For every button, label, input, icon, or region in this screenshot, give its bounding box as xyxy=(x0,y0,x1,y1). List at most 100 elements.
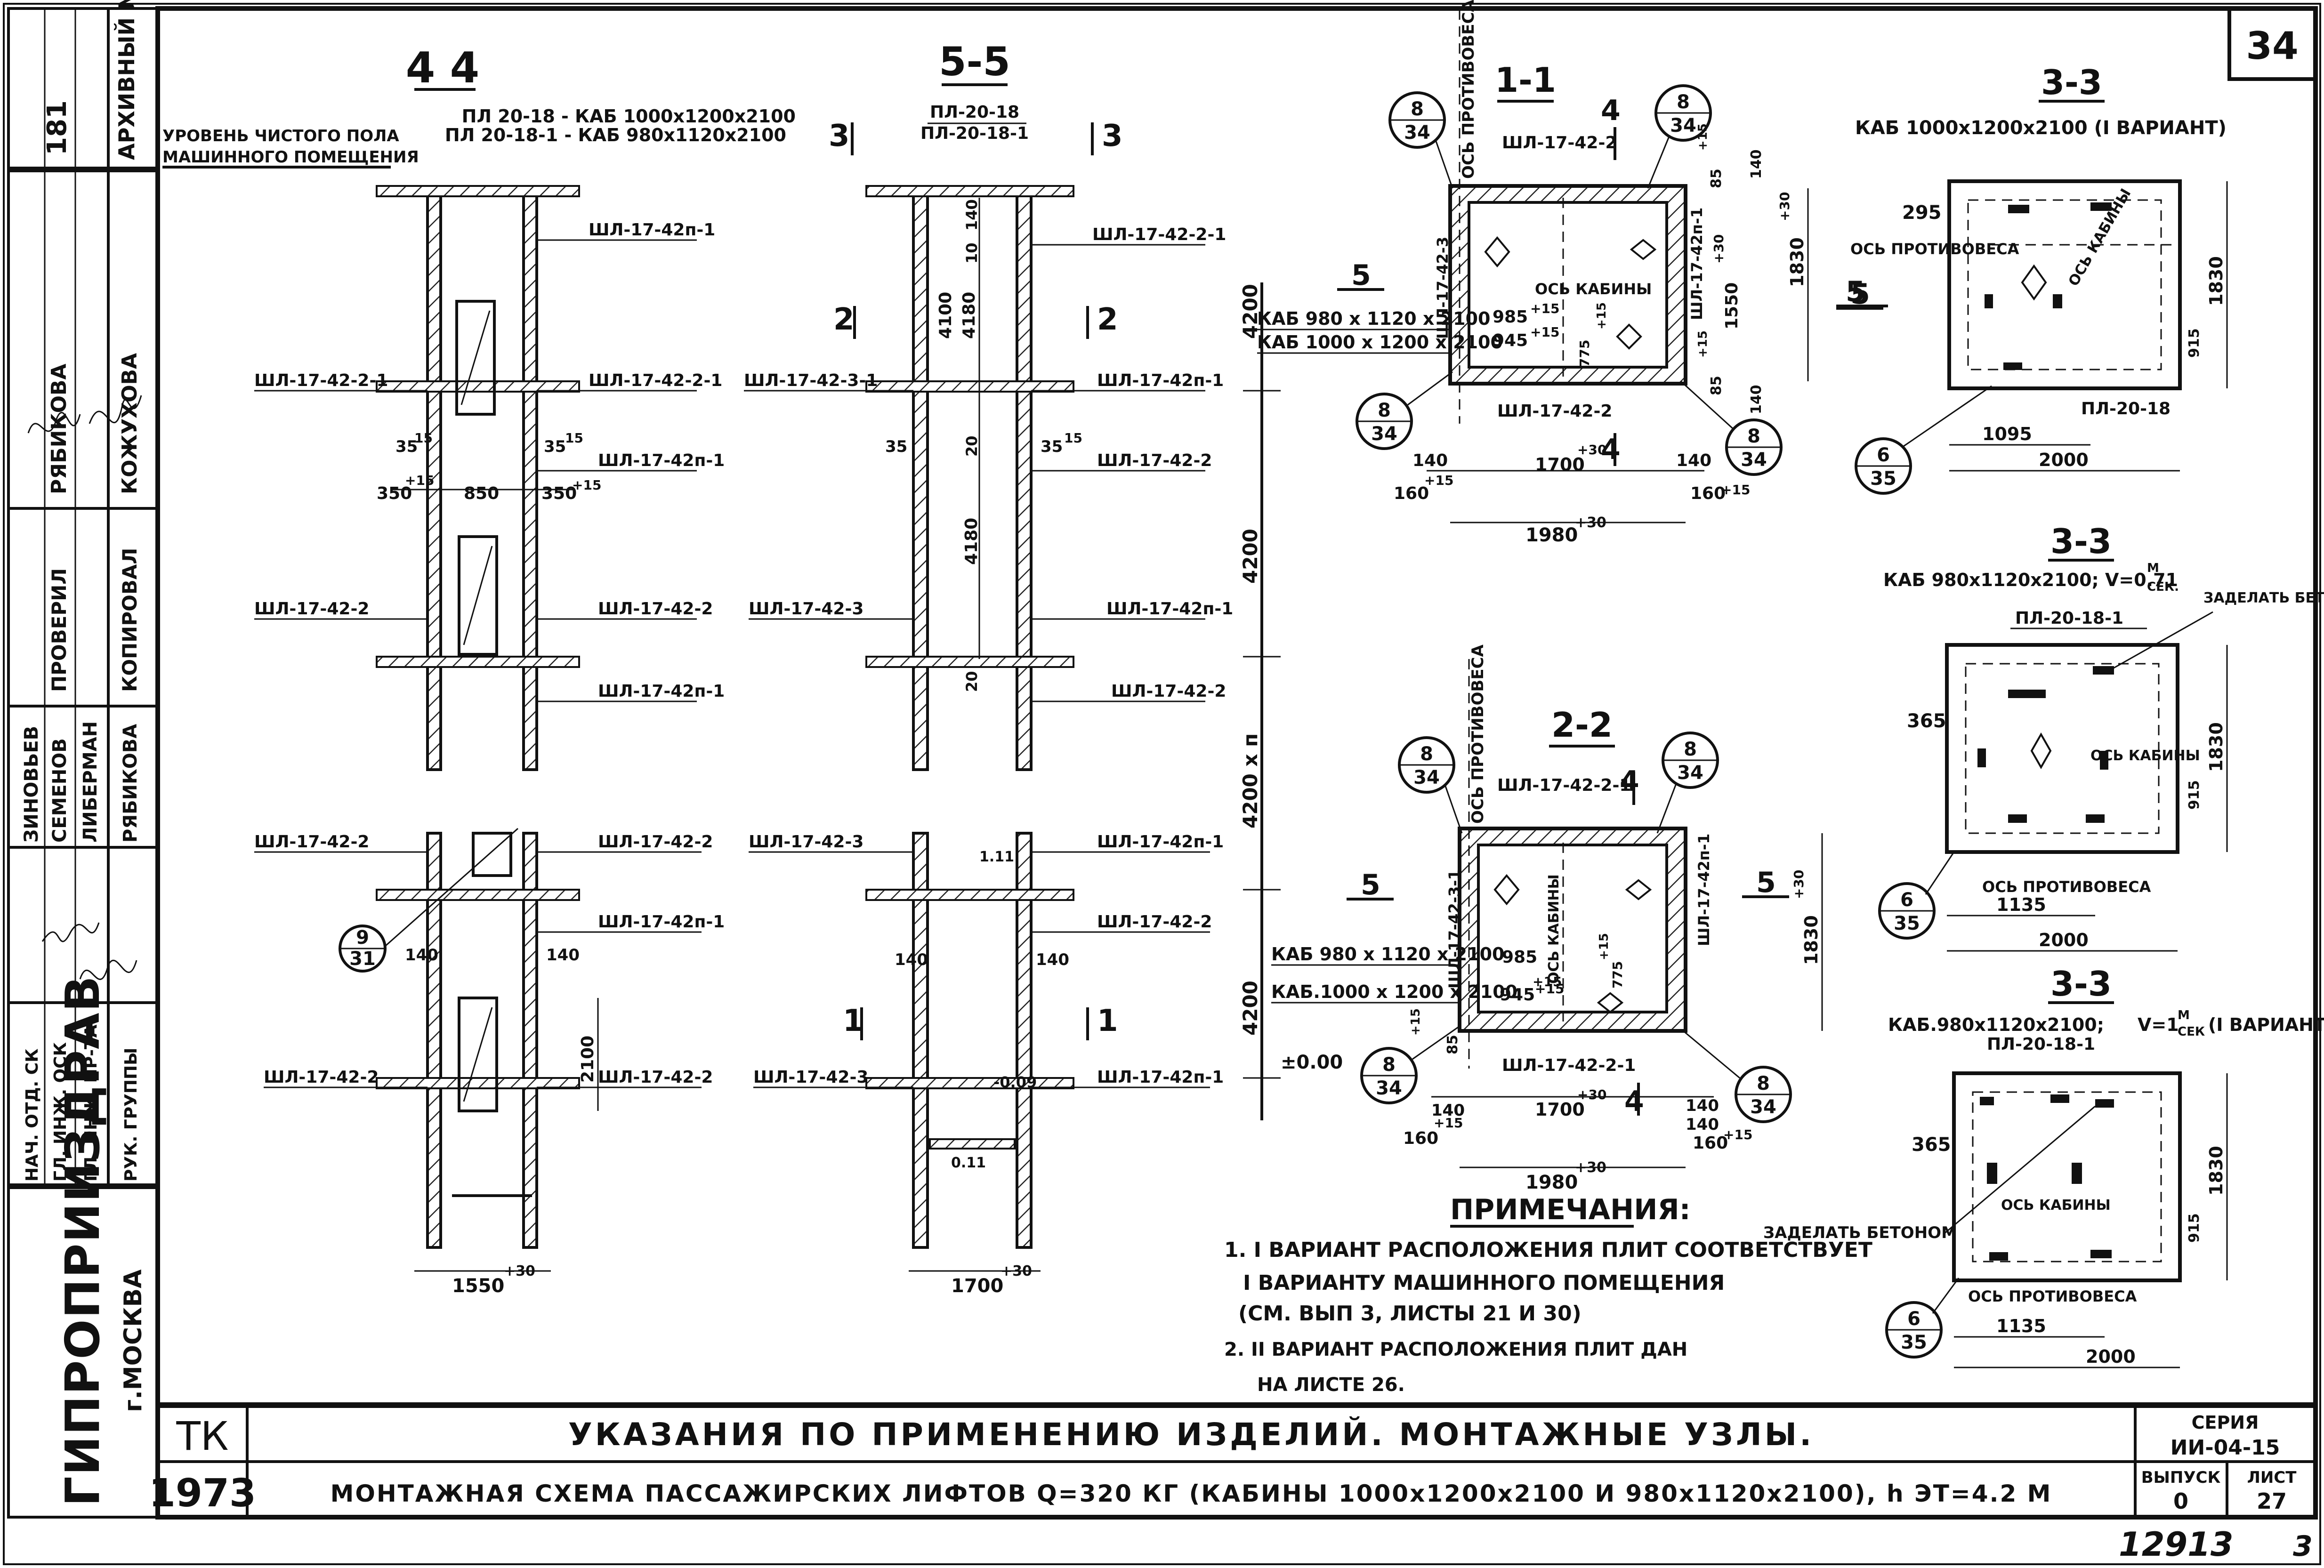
s44-dim-350b: 350 xyxy=(541,484,577,503)
s33b-note: ЗАДЕЛАТЬ БЕТОНОМ xyxy=(2203,590,2324,606)
s11-callout2-top: 8 xyxy=(1677,91,1690,113)
plan-1-1-title: 1-1 xyxy=(1495,60,1556,100)
s11-dim-1980: 1980 xyxy=(1525,524,1578,546)
s22-label-right: ШЛ-17-42п-1 xyxy=(1695,834,1713,946)
s22-dim-1830: 1830 xyxy=(1801,915,1822,965)
plan-1-1: 1-1 ОСЬ ПРОТИВОВЕСА ОСЬ КАБИНЫ ШЛ-17-42-… xyxy=(1257,0,1883,546)
s44-dim-350a: 350 xyxy=(377,484,412,503)
s33c-dim-1135: 1135 xyxy=(1996,1316,2046,1336)
s33c-axis-cab: ОСЬ КАБИНЫ xyxy=(2001,1197,2111,1214)
title-block: ТК 1973 УКАЗАНИЯ ПО ПРИМЕНЕНИЮ ИЗДЕЛИЙ. … xyxy=(149,1402,2316,1517)
section-5-5-title: 5-5 xyxy=(939,39,1010,85)
s55-label-5: ШЛ-17-42-3 xyxy=(749,599,863,619)
s55-label-4: ШЛ-17-42-2 xyxy=(1097,451,1212,470)
s55-dim-1700: 1700 xyxy=(951,1275,1003,1297)
s44-label-2: ШЛ-17-42-2-1 xyxy=(254,371,388,390)
s55-dim-35a: 35 xyxy=(885,437,907,456)
s22-dim-140b: 140 xyxy=(1686,1096,1719,1115)
s33b-unit-bottom: СЕК. xyxy=(2147,580,2179,594)
s33a-dim-1095: 1095 xyxy=(1982,424,2032,444)
s55-label-7: ШЛ-17-42-2 xyxy=(1111,682,1226,701)
s55-dim-140b: 140 xyxy=(1036,950,1069,969)
s22-callout4-top: 8 xyxy=(1757,1073,1770,1094)
s22-cabin-2: КАБ.1000 х 1200 х 2100 xyxy=(1271,981,1517,1002)
s55-mark-3a: 3 xyxy=(829,119,850,153)
s11-dim-985-tol: +15 xyxy=(1530,301,1559,316)
s55-dim-20a: 20 xyxy=(963,435,981,457)
s33a-title: 3-3 xyxy=(2041,63,2102,102)
left-stamp: АРХИВНЫЙ № 181 РЯБИКОВА КОЖУХОВА ПРОВЕРИ… xyxy=(7,0,159,1519)
s44-floor-label1: УРОВЕНЬ ЧИСТОГО ПОЛА xyxy=(162,127,399,145)
s33a-callout-top: 6 xyxy=(1877,444,1890,466)
s44-label-8: ШЛ-17-42-2 xyxy=(254,832,369,852)
s11-dim-775: 775 xyxy=(1577,340,1592,367)
plan-3-3-b: 3-3 КАБ 980х1120х2100; V=0.71 М СЕК. ЗАД… xyxy=(1878,522,2324,952)
s22-cabin-1: КАБ 980 х 1120 х 2100 xyxy=(1271,944,1504,965)
s33b-callout-bottom: 35 xyxy=(1894,913,1920,934)
s11-dim-140d: 140 xyxy=(1676,451,1711,470)
stamp-name-3: ЛИБЕРМАН xyxy=(80,721,101,843)
sheet-label: ЛИСТ xyxy=(2247,1468,2297,1487)
stamp-name-2: КОЖУХОВА xyxy=(118,353,142,494)
s33b-dim-915: 915 xyxy=(2186,780,2203,810)
s44-label-1: ШЛ-17-42п-1 xyxy=(589,220,715,240)
s11-dim-1700-tol: +30 xyxy=(1577,442,1606,458)
s33c-title: 3-3 xyxy=(2050,964,2112,1004)
org-name: ГИПРОПРИИЗДРАВ xyxy=(55,975,110,1506)
s44-dim-15b: 15 xyxy=(565,430,583,446)
s22-dim-140a: 140 xyxy=(1431,1101,1465,1120)
notes-line-4: 2. II ВАРИАНТ РАСПОЛОЖЕНИЯ ПЛИТ ДАН xyxy=(1224,1339,1687,1360)
s22-dim-1700-tol: +30 xyxy=(1577,1087,1606,1102)
stamp-role-6: РУК. ГРУППЫ xyxy=(121,1048,141,1182)
s11-dim-945: 945 xyxy=(1493,331,1528,350)
s44-slab2: ПЛ 20-18-1 - КАБ 980х1120х2100 xyxy=(445,125,786,145)
s22-callout1-bottom: 34 xyxy=(1413,767,1440,788)
s55-label-9: ШЛ-17-42п-1 xyxy=(1097,832,1224,852)
s22-label-top: ШЛ-17-42-2-1 xyxy=(1497,776,1631,795)
s55-level-3: 4200 х п xyxy=(1239,733,1262,828)
plan-2-2-title: 2-2 xyxy=(1551,705,1613,745)
s33b-dim-365: 365 xyxy=(1907,710,1946,732)
s44-dim-15d: +15 xyxy=(572,477,601,493)
s22-callout2-bottom: 34 xyxy=(1677,762,1703,784)
s44-label-10: ШЛ-17-42п-1 xyxy=(598,912,725,932)
s22-axis-cw: ОСЬ ПРОТИВОВЕСА xyxy=(1469,644,1487,824)
s55-dim-15: 15 xyxy=(1064,430,1082,446)
s22-dim-945-tol: +15 xyxy=(1535,981,1564,997)
signature-4 xyxy=(79,959,137,980)
notes-line-3: (СМ. ВЫП 3, ЛИСТЫ 21 И 30) xyxy=(1238,1302,1582,1326)
s33b-title: 3-3 xyxy=(2050,522,2112,561)
s11-callout4-bottom: 34 xyxy=(1741,449,1767,471)
s55-label-3: ШЛ-17-42п-1 xyxy=(1097,371,1224,390)
s22-callout1-top: 8 xyxy=(1420,743,1433,765)
s55-dim-4180b: 4180 xyxy=(962,518,981,565)
s33c-dim-915: 915 xyxy=(2186,1213,2203,1243)
s55-dim-009: -0.09 xyxy=(993,1073,1037,1091)
s11-dim-160a: 160 xyxy=(1394,484,1429,503)
s22-mark-4a: 4 xyxy=(1620,765,1639,798)
s33a-dim-295: 295 xyxy=(1902,202,1942,224)
plan-3-3-c: 3-3 КАБ.980х1120х2100; V=1 М СЕК (I ВАРИ… xyxy=(1763,964,2324,1368)
notes-block: ПРИМЕЧАНИЯ: 1. I ВАРИАНТ РАСПОЛОЖЕНИЯ ПЛ… xyxy=(1224,1193,1872,1396)
s55-mark-2b: 2 xyxy=(1097,302,1118,337)
s33c-variant: (I ВАРИАНТ) xyxy=(2208,1014,2324,1035)
s55-dim-10: 10 xyxy=(963,242,981,264)
s33c-unit-bottom: СЕК xyxy=(2178,1025,2205,1039)
s33a-dim-1830: 1830 xyxy=(2206,256,2227,306)
s33a-mark-5: 5 xyxy=(1846,275,1865,308)
s55-dim-35b: 35 xyxy=(1041,437,1063,456)
s55-mark-3b: 3 xyxy=(1102,119,1123,153)
s11-dim-1830-tol: +30 xyxy=(1777,192,1792,221)
notes-title: ПРИМЕЧАНИЯ: xyxy=(1450,1193,1691,1226)
series-label: СЕРИЯ xyxy=(2192,1412,2259,1433)
s33c-speed: V=1 xyxy=(2138,1014,2179,1035)
s11-axis-cab: ОСЬ КАБИНЫ xyxy=(1535,280,1652,298)
s33a-subtitle: КАБ 1000х1200х2100 (I ВАРИАНТ) xyxy=(1855,117,2227,139)
section-4-4: 4 4 ПЛ 20-18 - КАБ 1000х1200х2100 ПЛ 20-… xyxy=(162,43,796,1297)
s44-dim-2100: 2100 xyxy=(578,1036,597,1083)
s22-callout4-bottom: 34 xyxy=(1750,1096,1776,1118)
org-city: г.МОСКВА xyxy=(119,1270,147,1412)
s11-callout2-bottom: 34 xyxy=(1670,115,1696,137)
s22-dim-140c: 140 xyxy=(1431,1101,1465,1120)
s55-label-1: ШЛ-17-42-2-1 xyxy=(1092,225,1226,244)
